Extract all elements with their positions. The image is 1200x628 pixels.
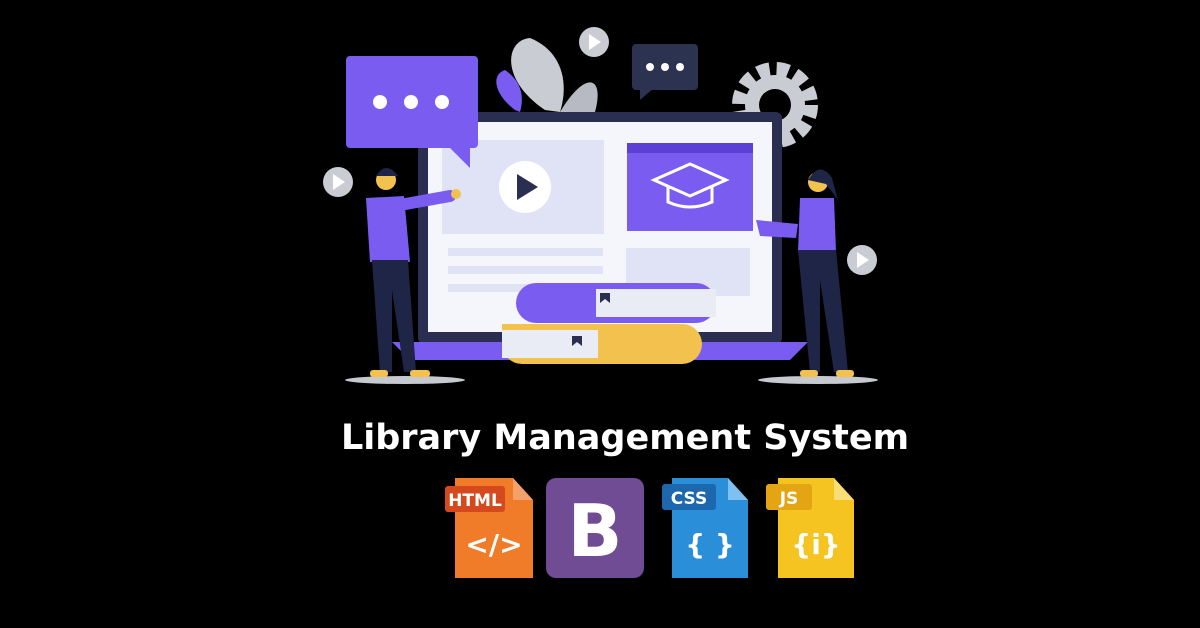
js-label: JS	[779, 489, 799, 509]
css-badge: CSS { }	[660, 478, 748, 580]
css-label: CSS	[671, 489, 708, 509]
bootstrap-letter: B	[568, 489, 623, 573]
play-icon	[323, 27, 877, 275]
speech-bubble-icon	[346, 56, 478, 168]
presenter-figure	[366, 168, 461, 377]
braces-icon: { }	[685, 528, 735, 561]
html-badge: HTML </>	[443, 478, 533, 580]
bootstrap-badge: B	[546, 478, 644, 580]
chat-bubble-icon	[632, 44, 698, 100]
page-title: Library Management System	[340, 418, 910, 458]
html-label: HTML	[448, 491, 502, 511]
student-figure	[756, 169, 854, 377]
books-stack	[502, 283, 716, 364]
e-learning-illustration	[323, 27, 878, 384]
plant-leaves	[496, 38, 598, 112]
js-badge: JS {i}	[764, 478, 854, 580]
code-icon: </>	[465, 528, 522, 561]
script-icon: {i}	[791, 528, 840, 561]
